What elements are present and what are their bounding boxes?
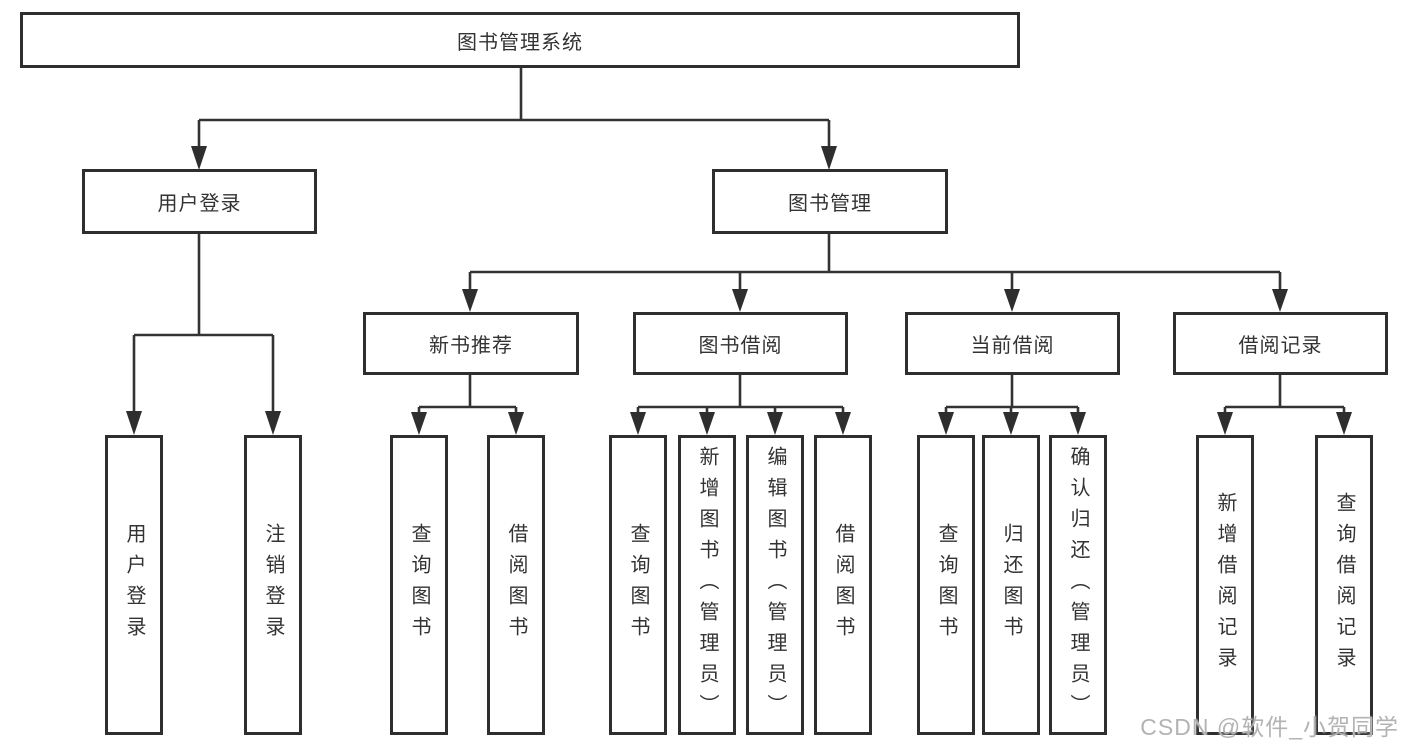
- node-root-label: 图书管理系统: [457, 31, 583, 54]
- leaf-edit-books-admin-label: 编辑图书（管理员）: [764, 445, 786, 725]
- leaf-query-books-3-label: 查询图书: [935, 523, 957, 647]
- leaf-user-login: 用户登录: [105, 435, 163, 735]
- leaf-query-books-1: 查询图书: [390, 435, 448, 735]
- leaf-logout: 注销登录: [244, 435, 302, 735]
- connector-new-book-rec-to-leaves: [411, 375, 524, 435]
- node-book-management: 图书管理: [712, 169, 948, 234]
- leaf-query-books-1-label: 查询图书: [408, 523, 430, 647]
- leaf-user-login-label: 用户登录: [123, 523, 145, 647]
- leaf-borrow-books-2: 借阅图书: [814, 435, 872, 735]
- leaf-confirm-return-admin: 确认归还（管理员）: [1049, 435, 1107, 735]
- connector-borrow-records-to-leaves: [1217, 375, 1352, 435]
- connector-book-mgmt-to-level3: [462, 233, 1288, 312]
- csdn-watermark: CSDN @软件_小贺同学: [1140, 714, 1399, 740]
- node-new-book-recommendation: 新书推荐: [363, 312, 579, 375]
- node-current-borrowing: 当前借阅: [905, 312, 1120, 375]
- leaf-borrow-books-1: 借阅图书: [487, 435, 545, 735]
- node-book-management-label: 图书管理: [788, 193, 872, 215]
- leaf-return-books: 归还图书: [982, 435, 1040, 735]
- node-new-book-recommendation-label: 新书推荐: [429, 335, 513, 357]
- leaf-borrow-books-2-label: 借阅图书: [832, 523, 854, 647]
- leaf-add-books-admin-label: 新增图书（管理员）: [696, 445, 718, 725]
- node-book-borrowing-label: 图书借阅: [698, 335, 783, 357]
- node-user-login-label: 用户登录: [157, 193, 242, 215]
- node-book-borrowing: 图书借阅: [633, 312, 848, 375]
- leaf-logout-label: 注销登录: [262, 523, 284, 647]
- leaf-add-borrow-record-label: 新增借阅记录: [1214, 492, 1236, 678]
- connector-root-to-level2: [191, 67, 837, 170]
- leaf-add-books-admin: 新增图书（管理员）: [678, 435, 736, 735]
- leaf-confirm-return-admin-label: 确认归还（管理员）: [1067, 445, 1089, 725]
- connector-book-borrow-to-leaves: [630, 375, 851, 435]
- leaf-return-books-label: 归还图书: [1000, 523, 1022, 647]
- leaf-query-books-3: 查询图书: [917, 435, 975, 735]
- node-borrowing-records-label: 借阅记录: [1238, 335, 1323, 357]
- connector-user-login-to-leaves: [126, 233, 281, 435]
- leaf-edit-books-admin: 编辑图书（管理员）: [746, 435, 804, 735]
- leaf-borrow-books-1-label: 借阅图书: [505, 523, 527, 647]
- node-user-login: 用户登录: [82, 169, 317, 234]
- leaf-query-books-2-label: 查询图书: [627, 523, 649, 647]
- leaf-query-borrow-record-label: 查询借阅记录: [1333, 492, 1355, 678]
- leaf-query-borrow-record: 查询借阅记录: [1315, 435, 1373, 735]
- node-current-borrowing-label: 当前借阅: [970, 335, 1055, 357]
- leaf-query-books-2: 查询图书: [609, 435, 667, 735]
- connector-current-borrow-to-leaves: [938, 375, 1086, 435]
- node-borrowing-records: 借阅记录: [1173, 312, 1388, 375]
- leaf-add-borrow-record: 新增借阅记录: [1196, 435, 1254, 735]
- node-root-system: 图书管理系统: [20, 12, 1020, 68]
